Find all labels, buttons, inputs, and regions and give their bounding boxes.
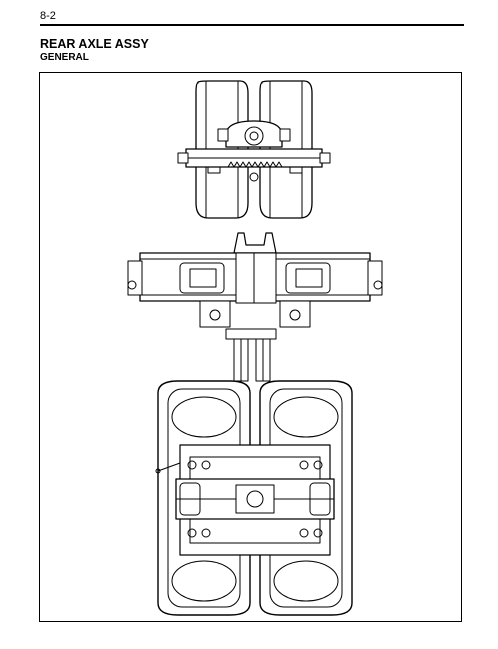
page-number: 8-2 <box>40 10 56 22</box>
section-title: REAR AXLE ASSY <box>40 37 149 51</box>
header-rule <box>40 24 464 26</box>
steering-link <box>225 328 277 382</box>
rear-axle-assembly-drawing-icon <box>127 80 383 616</box>
figure-frame <box>39 72 462 622</box>
section-subtitle: GENERAL <box>40 52 89 63</box>
top-view-wheels <box>177 80 331 219</box>
bottom-view-wheels <box>155 380 353 616</box>
middle-view-axle <box>127 232 383 328</box>
